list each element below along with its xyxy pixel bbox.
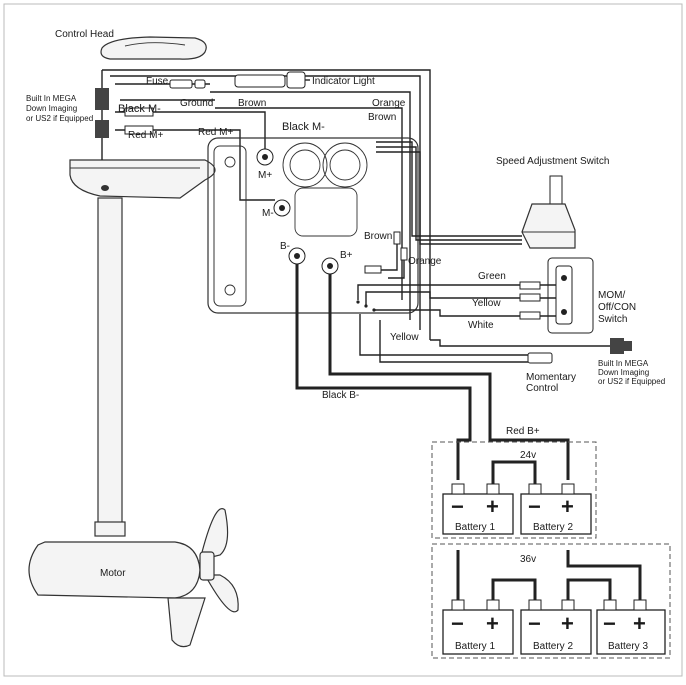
momentary-control: [359, 314, 553, 364]
battery-24v-1-label: Battery 1: [455, 522, 495, 533]
battery-36v-2-label: Battery 2: [533, 641, 573, 652]
terminal-m-plus: [256, 148, 274, 166]
label-b-plus: B+: [340, 250, 353, 261]
label-motor: Motor: [100, 568, 126, 579]
label-red-b-plus: Red B+: [506, 426, 540, 437]
battery-36v-2: − + Battery 2: [520, 599, 592, 655]
label-speed-switch: Speed Adjustment Switch: [496, 156, 609, 167]
label-indicator-light: Indicator Light: [312, 76, 375, 87]
motor-shaft: [97, 197, 123, 524]
label-builtin-right-3: or US2 if Equipped: [598, 377, 665, 386]
jumper-24v: [491, 460, 537, 484]
label-yellow-low: Yellow: [390, 332, 419, 343]
label-black-m-right: Black M-: [282, 121, 325, 133]
label-control-head: Control Head: [55, 29, 114, 40]
label-mom-2: Off/CON: [598, 302, 636, 313]
label-red-m-left: Red M+: [128, 130, 163, 141]
label-momentary-2: Control: [526, 383, 558, 394]
mom-switch-wires: [356, 281, 556, 320]
label-m-plus: M+: [258, 170, 272, 181]
label-green: Green: [478, 271, 506, 282]
terminal-b-plus: [321, 257, 339, 275]
left-sonar-connector: [95, 70, 109, 160]
svg-text:+: +: [486, 494, 499, 519]
motor-leads: [115, 107, 275, 201]
battery-36v-3: − + Battery 3: [596, 599, 666, 655]
label-white: White: [468, 320, 494, 331]
svg-text:−: −: [451, 611, 464, 636]
svg-text:−: −: [528, 494, 541, 519]
battery-24v-1: − + Battery 1: [442, 483, 514, 535]
fuse: [169, 79, 206, 89]
bank-24v-border: [431, 441, 597, 539]
svg-text:+: +: [486, 611, 499, 636]
motor-body: [28, 508, 239, 648]
battery-24v-2: − + Battery 2: [520, 483, 592, 535]
label-black-b-minus: Black B-: [322, 390, 359, 401]
control-head: [100, 36, 207, 60]
battery-cables: [295, 264, 570, 480]
terminal-m-minus: [273, 199, 291, 217]
label-momentary-1: Momentary: [526, 372, 576, 383]
speed-switch-wires: [376, 141, 522, 245]
mid-wires: [364, 231, 408, 279]
svg-text:−: −: [603, 611, 616, 636]
svg-text:+: +: [633, 611, 646, 636]
label-builtin-left-1: Built In MEGA: [26, 94, 77, 103]
top-wiring: [102, 69, 431, 340]
label-black-m-left: Black M-: [118, 103, 161, 115]
label-builtin-left-2: Down Imaging: [26, 104, 77, 113]
label-orange-top: Orange: [372, 98, 406, 109]
label-builtin-right-1: Built In MEGA: [598, 359, 649, 368]
label-brown-right: Brown: [368, 112, 396, 123]
battery-24v-2-label: Battery 2: [533, 522, 573, 533]
label-mom-1: MOM/: [598, 290, 625, 301]
mom-off-con-switch: [547, 257, 594, 334]
label-builtin-left-3: or US2 if Equipped: [26, 114, 93, 123]
label-36v: 36v: [520, 554, 536, 565]
speed-adjustment-switch: [521, 175, 576, 249]
label-ground: Ground: [180, 98, 213, 109]
terminal-b-minus: [288, 247, 306, 265]
svg-text:+: +: [561, 611, 574, 636]
battery-36v-1-label: Battery 1: [455, 641, 495, 652]
label-builtin-right-2: Down Imaging: [598, 368, 649, 377]
label-red-m-right: Red M+: [198, 127, 233, 138]
svg-text:+: +: [561, 494, 574, 519]
label-orange-mid: Orange: [408, 256, 442, 267]
jumper-36v-a: [491, 578, 537, 600]
label-24v: 24v: [520, 450, 536, 461]
label-fuse: Fuse: [146, 76, 169, 87]
motor-mount: [69, 159, 216, 199]
label-brown-top: Brown: [238, 98, 266, 109]
label-mom-3: Switch: [598, 314, 627, 325]
battery-36v-1: − + Battery 1: [442, 599, 514, 655]
label-yellow-right: Yellow: [472, 298, 501, 309]
svg-text:−: −: [451, 494, 464, 519]
control-board: [207, 137, 419, 314]
indicator-light: [234, 71, 310, 89]
label-b-minus: B-: [280, 241, 290, 252]
lead-36v-plus: [566, 550, 642, 600]
outer-border: [3, 3, 683, 677]
jumper-36v-b: [566, 578, 612, 600]
label-brown-mid: Brown: [364, 231, 392, 242]
right-sonar-connector: [430, 338, 632, 354]
battery-36v-3-label: Battery 3: [608, 641, 648, 652]
svg-text:−: −: [528, 611, 541, 636]
label-m-minus: M-: [262, 208, 274, 219]
